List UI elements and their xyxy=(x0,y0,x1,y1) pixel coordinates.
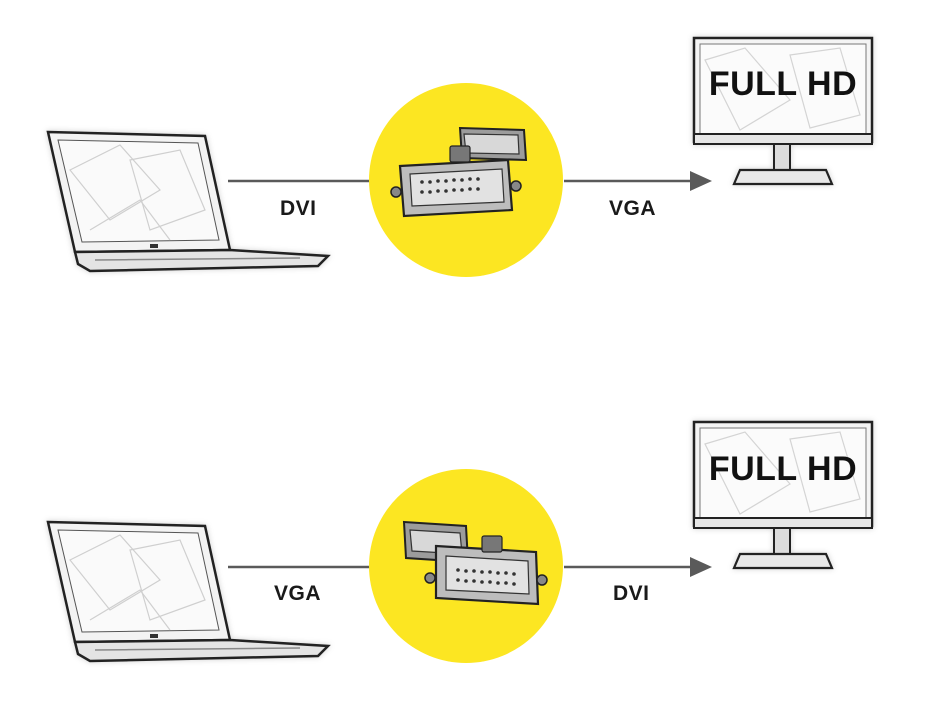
right-port-label: VGA xyxy=(609,197,657,220)
right-port-label: DVI xyxy=(613,582,650,605)
monitor-icon xyxy=(692,420,874,570)
connection-row-2: VGA DVI FULL HD xyxy=(0,390,933,690)
monitor-screen-text: FULL HD xyxy=(708,65,858,103)
monitor-icon xyxy=(692,36,874,186)
left-port-label: VGA xyxy=(274,582,322,605)
arrow-icon xyxy=(690,171,712,191)
adapter-icon xyxy=(402,520,548,606)
adapter-icon xyxy=(390,126,528,218)
row-1-art xyxy=(46,36,874,277)
left-port-label: DVI xyxy=(280,197,317,220)
row-2-art xyxy=(46,420,874,663)
monitor-screen-text: FULL HD xyxy=(708,450,858,488)
laptop-icon xyxy=(46,520,331,663)
connection-row-1: DVI VGA FULL HD xyxy=(0,0,933,300)
arrow-icon xyxy=(690,557,712,577)
laptop-icon xyxy=(46,130,331,273)
